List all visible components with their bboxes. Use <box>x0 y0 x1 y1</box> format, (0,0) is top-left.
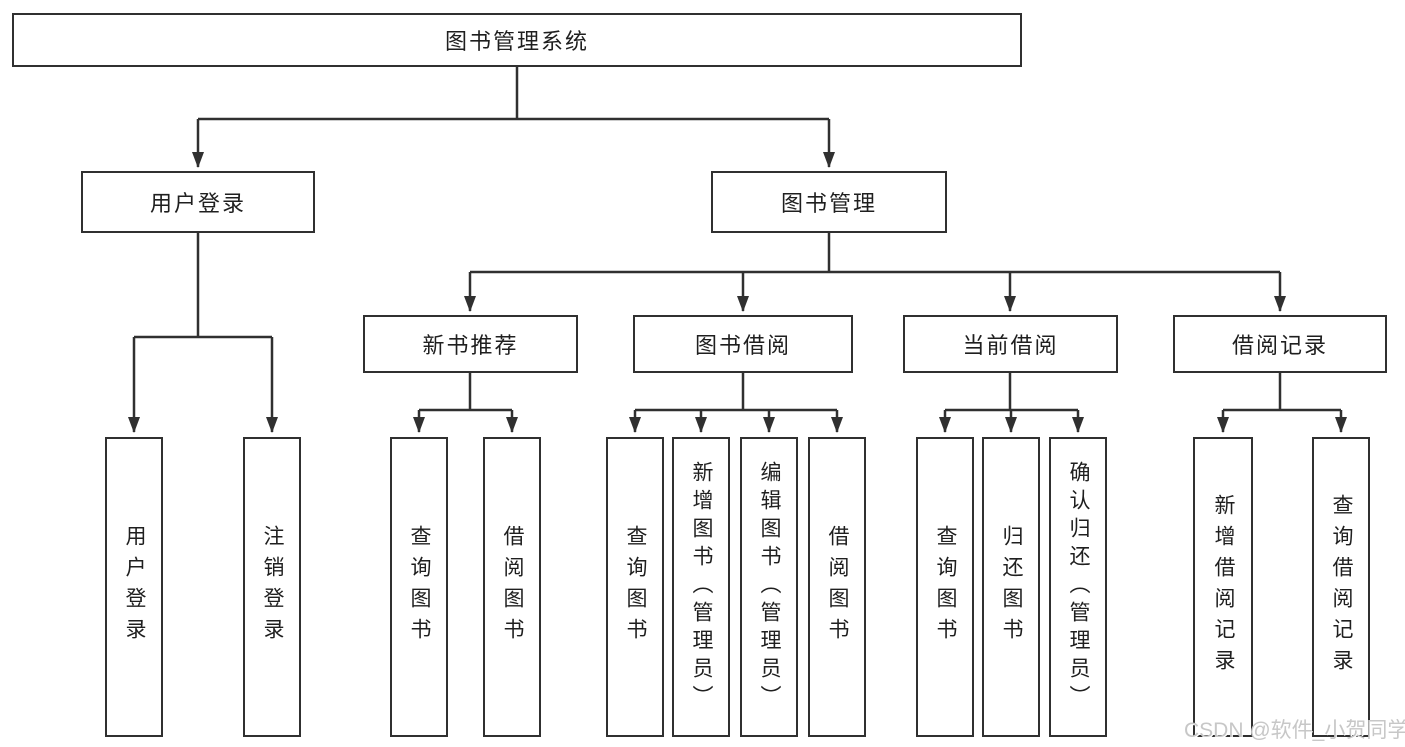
leaf-edit-book-admin: 编辑图书（管理员） <box>740 437 798 737</box>
leaf-confirm-return-admin: 确认归还（管理员） <box>1049 437 1107 737</box>
node-book-management-branch: 图书管理 <box>711 171 947 233</box>
leaf-user-login: 用户登录 <box>105 437 163 737</box>
leaf-query-book-3: 查询图书 <box>916 437 974 737</box>
leaf-query-book-1: 查询图书 <box>390 437 448 737</box>
leaf-add-borrow-record: 新增借阅记录 <box>1193 437 1253 737</box>
node-borrow-records: 借阅记录 <box>1173 315 1387 373</box>
leaf-borrow-book-2: 借阅图书 <box>808 437 866 737</box>
leaf-logout: 注销登录 <box>243 437 301 737</box>
node-root-system: 图书管理系统 <box>12 13 1022 67</box>
leaf-add-book-admin: 新增图书（管理员） <box>672 437 730 737</box>
leaf-query-book-2: 查询图书 <box>606 437 664 737</box>
node-user-login-branch: 用户登录 <box>81 171 315 233</box>
leaf-return-book: 归还图书 <box>982 437 1040 737</box>
csdn-watermark: CSDN @软件_小贺同学 <box>1184 719 1405 742</box>
node-current-borrow: 当前借阅 <box>903 315 1118 373</box>
leaf-query-borrow-record: 查询借阅记录 <box>1312 437 1370 737</box>
node-book-borrow: 图书借阅 <box>633 315 853 373</box>
leaf-borrow-book-1: 借阅图书 <box>483 437 541 737</box>
node-new-book-recommend: 新书推荐 <box>363 315 578 373</box>
